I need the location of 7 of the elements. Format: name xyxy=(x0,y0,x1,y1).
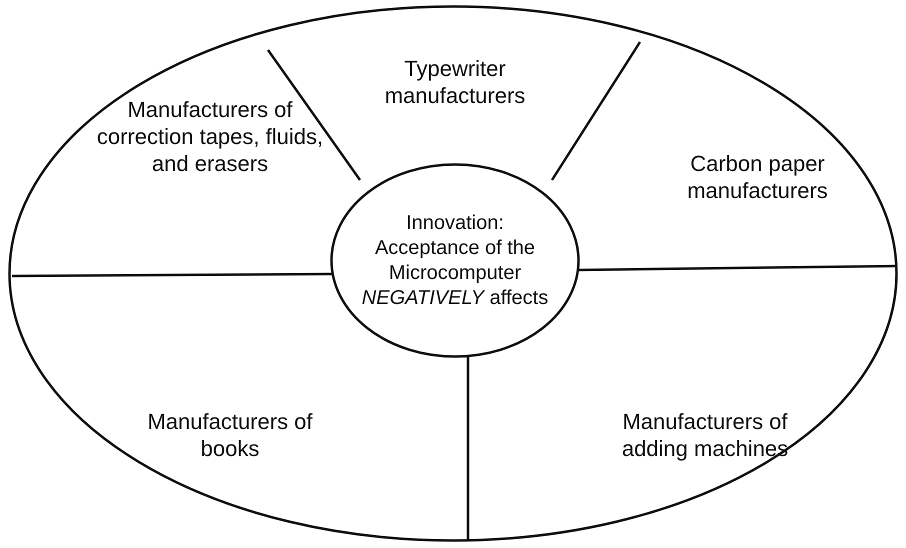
segment-label: Typewriter manufacturers xyxy=(384,55,526,109)
center-heading: Innovation: xyxy=(405,210,505,236)
segment-label: Manufacturers of adding machines xyxy=(620,408,790,462)
center-text: Acceptance of the Microcomputer NEGATIVELY affects xyxy=(360,236,550,310)
segment-label: Manufacturers of correction tapes, fluids, and erasers xyxy=(96,96,324,177)
segment-label: Manufacturers of books xyxy=(146,408,314,462)
segment-label: Carbon paper manufacturers xyxy=(686,150,829,204)
